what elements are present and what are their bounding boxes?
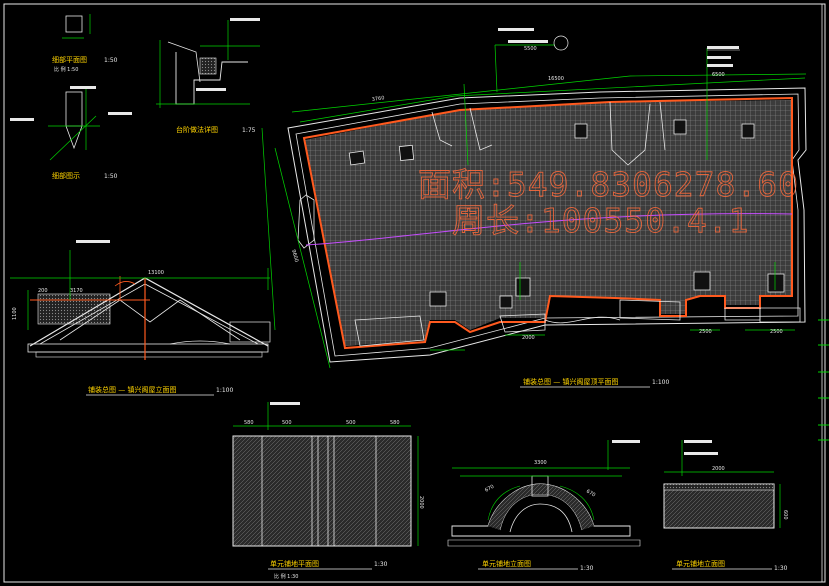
unit-section: 2000 600 单元铺地立面图 1:30 xyxy=(663,440,788,572)
svg-text:16500: 16500 xyxy=(548,76,564,82)
area-statistic: 面积:549.8306278.60 xyxy=(418,165,799,204)
detail-a: 细部平面图 1:50 比 例 1:50 xyxy=(52,14,118,73)
svg-text:2500: 2500 xyxy=(770,329,783,335)
svg-text:1100: 1100 xyxy=(12,307,18,320)
svg-text:比 例 1:30: 比 例 1:30 xyxy=(274,573,298,580)
svg-text:单元铺地立面图: 单元铺地立面图 xyxy=(676,559,725,568)
svg-text:500: 500 xyxy=(346,420,356,426)
svg-text:1:30: 1:30 xyxy=(374,561,388,568)
svg-text:比 例 1:50: 比 例 1:50 xyxy=(54,66,78,73)
plan-dimension-text: 3760 16500 6500 5500 9600 2500 2500 2000 xyxy=(290,46,783,341)
svg-text:3300: 3300 xyxy=(534,460,547,466)
svg-text:1:100: 1:100 xyxy=(216,387,233,394)
plan-axis-lines xyxy=(261,48,776,331)
detail-c: 台阶做法详图 1:75 xyxy=(156,18,260,134)
right-margin-marks xyxy=(818,319,829,441)
svg-text:细部图示: 细部图示 xyxy=(52,171,80,180)
plaza-outer-wall xyxy=(287,87,807,363)
plaza-inner-wall xyxy=(295,93,800,357)
plaza-top-features xyxy=(431,101,666,166)
svg-text:3760: 3760 xyxy=(371,95,384,103)
svg-text:2000: 2000 xyxy=(712,466,725,472)
svg-text:1:30: 1:30 xyxy=(774,565,788,572)
roof-elevation: 13100 200 3170 1100 xyxy=(10,240,271,360)
svg-text:1:50: 1:50 xyxy=(104,57,118,64)
perimeter-statistic: 周长:100550.4.1 xyxy=(452,201,750,240)
plan-leader-labels xyxy=(498,28,740,67)
svg-text:13100: 13100 xyxy=(148,270,164,276)
svg-text:1:50: 1:50 xyxy=(104,173,118,180)
svg-text:5500: 5500 xyxy=(524,46,537,52)
svg-text:500: 500 xyxy=(282,420,292,426)
accent-curve xyxy=(305,213,793,246)
plan-dimension-lines xyxy=(274,44,807,369)
drawing-frame xyxy=(3,3,826,583)
paved-field xyxy=(304,100,792,346)
svg-text:600: 600 xyxy=(782,510,788,520)
svg-text:200: 200 xyxy=(38,288,48,294)
svg-text:1:100: 1:100 xyxy=(652,379,669,386)
plaza-bottom-niches xyxy=(354,299,801,347)
arch-section: 3300 670 670 单元铺地立面图 1:30 xyxy=(447,440,641,572)
detail-b: 细部图示 1:50 xyxy=(10,86,132,180)
svg-text:670: 670 xyxy=(484,484,495,494)
svg-text:580: 580 xyxy=(244,420,254,426)
svg-text:单元铺地平面图: 单元铺地平面图 xyxy=(270,559,319,568)
svg-text:单元铺地立面图: 单元铺地立面图 xyxy=(482,559,531,568)
svg-text:2500: 2500 xyxy=(699,329,712,335)
svg-text:1:75: 1:75 xyxy=(242,127,256,134)
plaza-plan-title: 铺装总图 — 镇兴阁屋顶平面图 1:100 xyxy=(520,377,669,388)
svg-text:9600: 9600 xyxy=(290,249,299,263)
svg-text:铺装总图 — 镇兴阁屋立面图: 铺装总图 — 镇兴阁屋立面图 xyxy=(88,385,176,394)
svg-text:580: 580 xyxy=(390,420,400,426)
svg-text:2000: 2000 xyxy=(522,335,535,341)
svg-text:细部平面图: 细部平面图 xyxy=(52,55,87,64)
plaza-plan: 3760 16500 6500 5500 9600 2500 2500 2000… xyxy=(261,28,807,369)
svg-text:铺装总图 — 镇兴阁屋顶平面图: 铺装总图 — 镇兴阁屋顶平面图 xyxy=(523,377,618,386)
svg-text:台阶做法详图: 台阶做法详图 xyxy=(176,125,218,134)
svg-text:6500: 6500 xyxy=(712,72,725,78)
unit-plan: 580 500 500 580 2000 单元铺地平面图 1:30 比 例 1:… xyxy=(232,402,424,580)
svg-text:2000: 2000 xyxy=(418,496,424,509)
roof-elevation-title: 铺装总图 — 镇兴阁屋立面图 1:100 xyxy=(86,385,233,396)
paved-boundary xyxy=(302,96,793,350)
svg-text:3170: 3170 xyxy=(70,288,83,294)
tree-pits xyxy=(348,119,785,309)
svg-text:670: 670 xyxy=(585,489,596,499)
svg-text:1:30: 1:30 xyxy=(580,565,594,572)
